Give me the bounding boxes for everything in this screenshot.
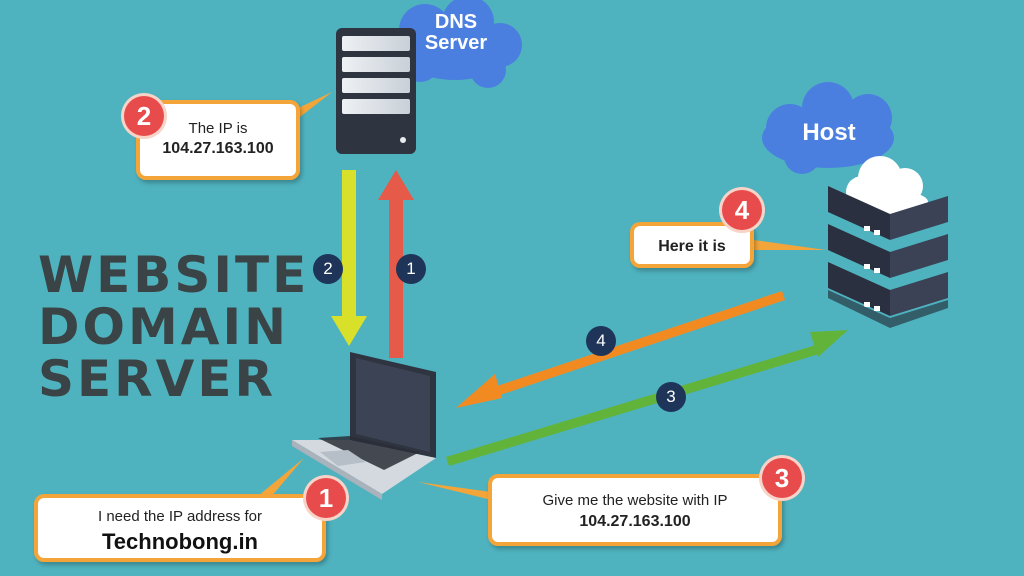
page-title-line-1: WEBSITE [38,246,310,304]
laptop-icon [292,352,436,500]
step-badge-3: 3 [762,458,802,498]
callout-pointer-user [258,458,304,498]
arrow-response-from-host [456,291,785,408]
page-title-line-3: SERVER [38,350,277,408]
callout-pointer-dns [294,92,332,120]
host-cloud-icon [762,82,894,174]
page-title-line-2: DOMAIN [38,298,289,356]
callout-user-request: I need the IP address for Technobong.in [34,494,326,562]
host-label: Host [802,119,856,146]
arrow-badge-3: 3 [656,382,686,412]
step-badge-2: 2 [124,96,164,136]
callout-pointer-host [754,240,826,250]
dns-server-label: DNS Server [415,12,497,54]
callout-site-request-ip: 104.27.163.100 [579,513,691,530]
callout-pointer-site [418,482,506,502]
dns-server-icon [336,28,416,154]
host-storage-cloud-icon [846,156,928,214]
arrow-badge-2: 2 [313,254,343,284]
arrow-badge-4: 4 [586,326,616,356]
step-badge-4: 4 [722,190,762,230]
arrow-reply-from-dns [331,170,367,346]
callout-site-request-line-1: Give me the website with IP [542,492,728,509]
arrow-request-to-host [446,330,848,466]
callout-user-request-domain: Technobong.in [101,529,258,554]
dns-cloud-icon [397,0,522,88]
callout-user-request-line-1: I need the IP address for [98,508,262,525]
dns-label-line-1: DNS [434,11,478,33]
step-badge-1: 1 [306,478,346,518]
callout-dns-reply-line-1: The IP is [188,120,248,137]
callout-site-request: Give me the website with IP 104.27.163.1… [488,474,782,546]
callout-dns-reply-ip: 104.27.163.100 [162,140,274,157]
dns-label-line-2: Server [424,32,488,54]
arrow-request-to-dns [378,170,414,358]
callout-host-reply: Here it is [630,222,754,268]
callout-host-reply-text: Here it is [658,238,726,255]
host-server-icon [828,186,948,328]
arrow-badge-1: 1 [396,254,426,284]
